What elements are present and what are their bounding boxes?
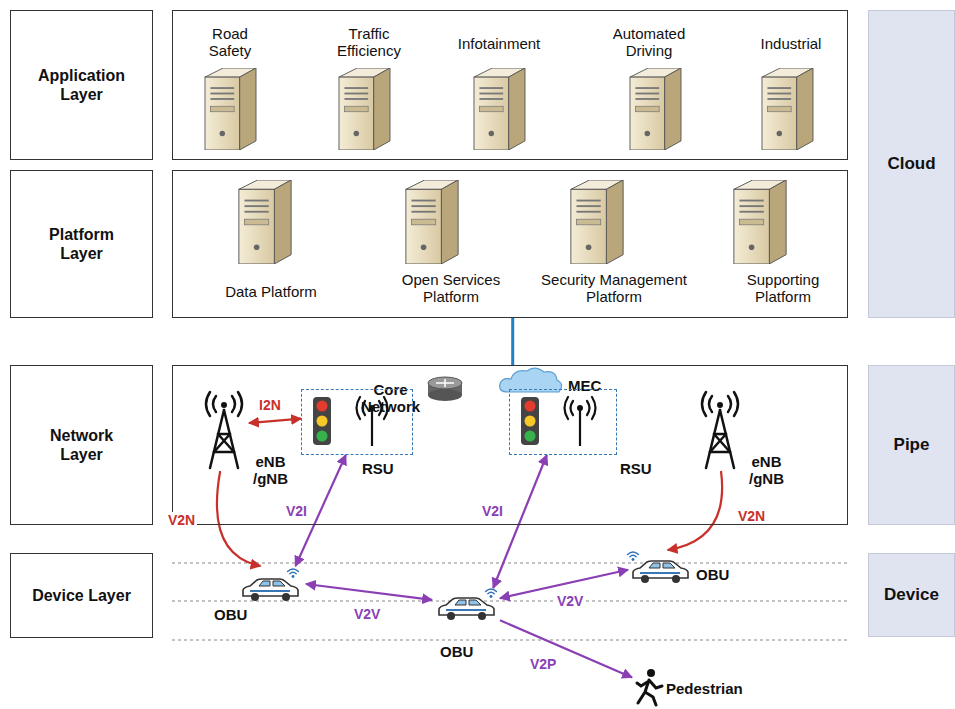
base-station: eNB /gNB (697, 391, 745, 471)
node-text: Infotainment (444, 35, 554, 52)
connector (500, 620, 632, 677)
network-panel: Core NetworkMECeNB /gNBRSURSUeNB /gNB (172, 365, 848, 525)
layer-label: Device Layer (10, 553, 153, 638)
car-icons (243, 552, 688, 620)
node-text: eNB /gNB (253, 453, 288, 488)
edge-label: V2I (480, 503, 505, 519)
platform-panel: Data Platform Open Services PlatformSecur… (172, 170, 848, 318)
node-text: eNB /gNB (749, 453, 784, 488)
server-icons (205, 68, 813, 264)
tier-label: Device (868, 553, 955, 637)
rsu-box: RSU (301, 389, 413, 455)
layer-label: Network Layer (10, 365, 153, 525)
node-text: OBU (440, 643, 473, 660)
node-text: Network Layer (27, 426, 137, 464)
edge-label: V2P (528, 656, 558, 672)
node-text: Industrial (746, 35, 836, 52)
node-text: Security Management Platform (524, 271, 704, 306)
node-text: RSU (620, 460, 652, 477)
node-text: Traffic Efficiency (324, 25, 414, 60)
node-text: Cloud (887, 154, 935, 174)
node-text: Road Safety (200, 25, 260, 60)
pedestrian: Pedestrian (632, 666, 742, 704)
node-text: Device Layer (32, 586, 131, 605)
connector (249, 419, 301, 423)
node-text: Platform Layer (27, 225, 137, 263)
node-text: OBU (696, 566, 729, 583)
tier-label: Pipe (868, 365, 955, 525)
tower-icons (206, 392, 738, 468)
node-text: Automated Driving (604, 25, 694, 60)
connector (306, 584, 432, 600)
router-icon (428, 377, 462, 401)
traffic-lights (313, 397, 539, 445)
node-text: Device (884, 585, 939, 605)
node-text: MEC (568, 377, 601, 394)
rsu-box: RSU (509, 389, 617, 455)
edge-label: V2N (736, 508, 767, 524)
node-text: Application Layer (27, 66, 137, 104)
edge-label: I2N (257, 397, 283, 413)
tier-label: Cloud (868, 10, 955, 318)
node-text: Core Network (353, 381, 428, 416)
node-text: Pipe (894, 435, 930, 455)
base-station: eNB /gNB (201, 391, 249, 471)
edge-label: V2I (284, 503, 309, 519)
edge-label: V2V (555, 593, 585, 609)
node-text: OBU (214, 606, 247, 623)
connector (493, 455, 547, 588)
road-lanes (172, 563, 848, 640)
layer-label: Platform Layer (10, 170, 153, 318)
application-panel: Road Safety Traffic Efficiency Infotainmen… (172, 10, 848, 160)
vehicle-obu: OBU (236, 566, 306, 602)
vehicle-obu: OBU (432, 588, 500, 622)
edge-label: V2N (166, 512, 197, 528)
node-text: Supporting Platform (733, 271, 833, 306)
pedestrian-icon (637, 669, 662, 705)
node-text: Data Platform (196, 283, 346, 300)
node-text: Pedestrian (666, 680, 743, 697)
edge-label: V2V (352, 606, 382, 622)
node-text: RSU (362, 460, 394, 477)
node-text: Open Services Platform (386, 271, 516, 306)
layer-label: Application Layer (10, 10, 153, 160)
vehicle-obu: OBU (628, 550, 694, 586)
connector (511, 318, 514, 365)
connector (668, 471, 723, 550)
